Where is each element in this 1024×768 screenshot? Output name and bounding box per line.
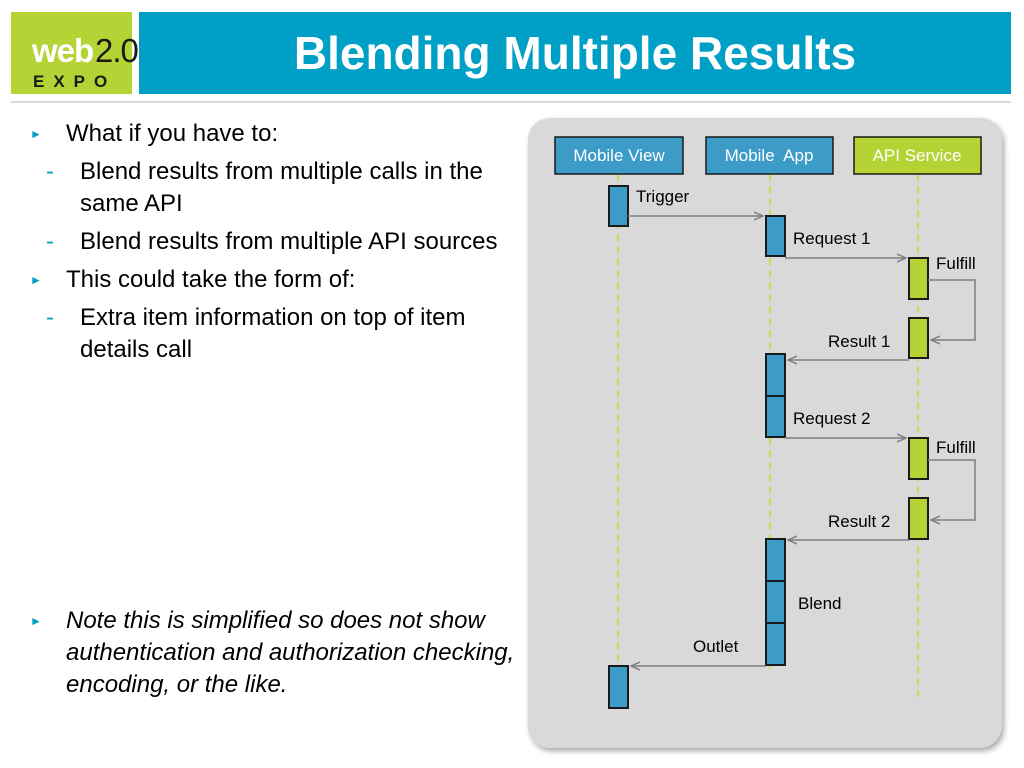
logo-version-text: 2.0: [95, 32, 139, 69]
activation-box: [908, 437, 929, 480]
dash-icon: -: [46, 304, 54, 331]
header: web 2.0 EXPO Blending Multiple Results: [0, 0, 1024, 104]
bullet-arrow-icon: ►: [30, 273, 42, 287]
message-label-result-2: Result 2: [828, 512, 890, 531]
activation-box: [765, 353, 786, 397]
sub-bullet-text: Blend results from multiple API sources: [80, 228, 498, 255]
bullet-text: What if you have to:: [66, 120, 279, 147]
sub-bullet-item: - Extra item information on top of item …: [30, 302, 520, 366]
sub-bullet-text: Extra item information on top of item de…: [80, 304, 466, 363]
participant-label: API Service: [873, 146, 962, 165]
message-arrow-fulfill-1: [928, 279, 976, 340]
logo-expo-text: EXPO: [33, 72, 117, 91]
activation-box: [908, 317, 929, 359]
message-label-blend: Blend: [798, 594, 841, 613]
sub-bullet-item: - Blend results from multiple calls in t…: [30, 156, 520, 220]
activation-box: [608, 185, 629, 227]
activation-box: [765, 215, 786, 257]
slide-title: Blending Multiple Results: [293, 27, 857, 79]
bullet-text: This could take the form of:: [66, 266, 356, 293]
activation-box: [765, 580, 786, 624]
logo-web-text: web: [32, 32, 94, 69]
participant-label: Mobile View: [573, 146, 665, 165]
activation-box: [908, 497, 929, 540]
message-label-request-2: Request 2: [793, 409, 871, 428]
dash-icon: -: [46, 158, 54, 185]
bullet-arrow-icon: ►: [30, 614, 42, 628]
message-label-result-1: Result 1: [828, 332, 890, 351]
bullet-item: ► What if you have to:: [30, 118, 520, 150]
bullet-list: ► What if you have to: - Blend results f…: [30, 118, 520, 372]
note-bullet: ► Note this is simplified so does not sh…: [30, 605, 520, 701]
participant-mobile-view: Mobile View: [554, 136, 684, 175]
participant-api-service: API Service: [853, 136, 982, 175]
note-text: Note this is simplified so does not show…: [66, 607, 515, 698]
activation-box: [765, 622, 786, 666]
sequence-diagram-panel: Mobile View Mobile App API Service Trigg…: [528, 118, 1002, 748]
activation-box: [765, 538, 786, 582]
sub-bullet-text: Blend results from multiple calls in the…: [80, 158, 483, 217]
activation-box: [608, 665, 629, 709]
message-label-fulfill-2: Fulfill: [936, 438, 976, 457]
message-label-outlet: Outlet: [693, 637, 739, 656]
message-arrow-fulfill-2: [928, 459, 976, 520]
bullet-arrow-icon: ►: [30, 127, 42, 141]
bullet-item: ► This could take the form of:: [30, 264, 520, 296]
message-label-fulfill-1: Fulfill: [936, 254, 976, 273]
message-label-trigger: Trigger: [636, 187, 690, 206]
header-divider: [11, 101, 1011, 103]
activation-box: [765, 395, 786, 438]
activation-box: [908, 257, 929, 300]
participant-label: Mobile App: [725, 146, 814, 165]
participant-mobile-app: Mobile App: [705, 136, 834, 175]
message-label-request-1: Request 1: [793, 229, 871, 248]
web20-expo-logo: web 2.0 EXPO: [11, 12, 139, 94]
dash-icon: -: [46, 228, 54, 255]
sub-bullet-item: - Blend results from multiple API source…: [30, 226, 520, 258]
title-bar: Blending Multiple Results: [139, 12, 1011, 94]
sequence-diagram: Mobile View Mobile App API Service Trigg…: [554, 136, 982, 709]
